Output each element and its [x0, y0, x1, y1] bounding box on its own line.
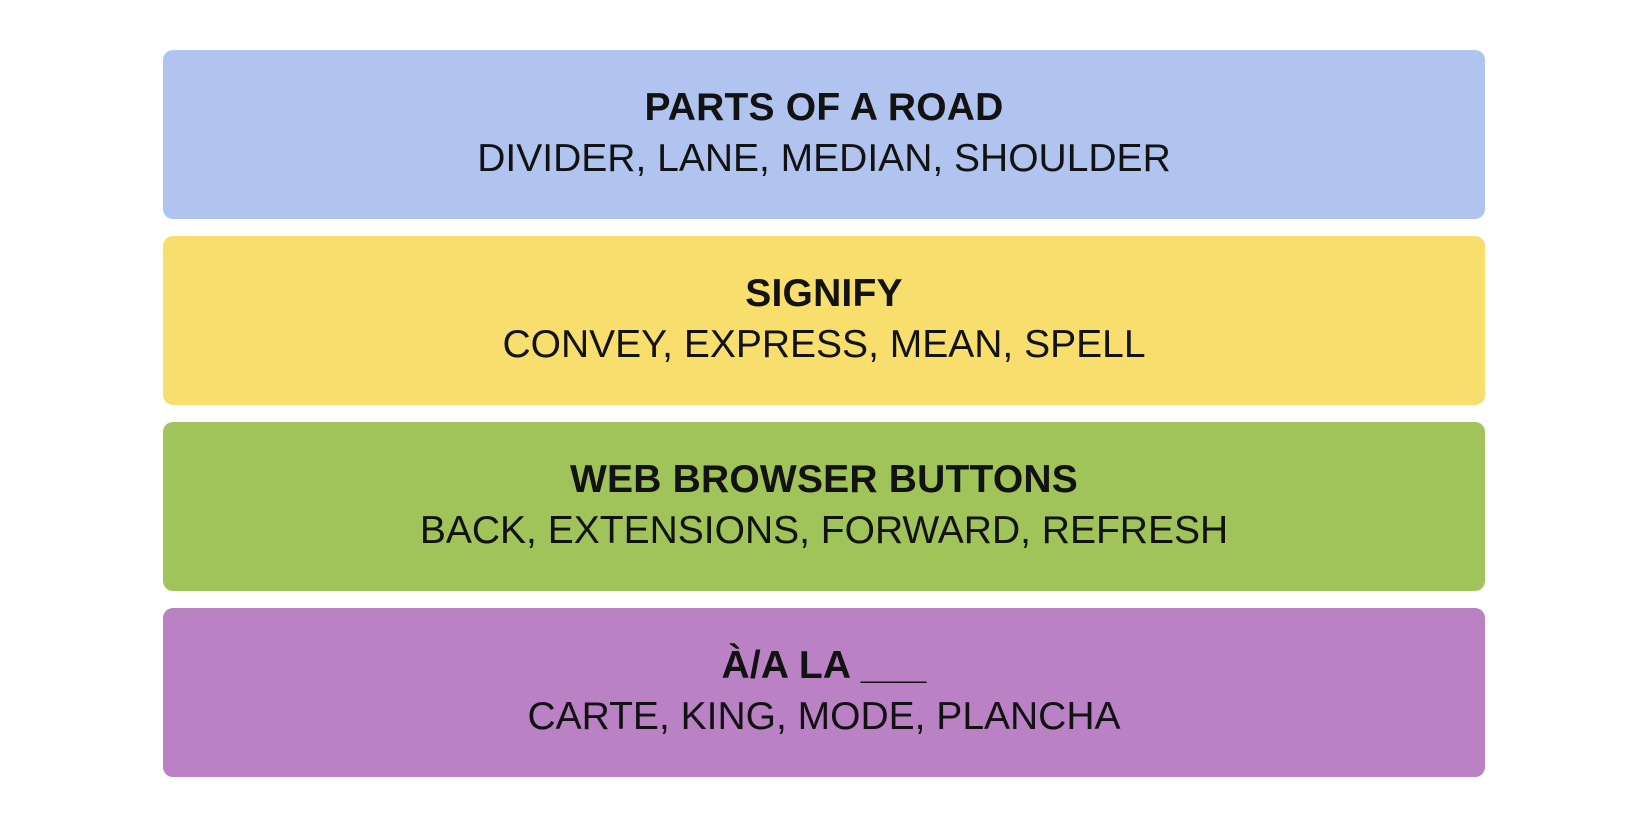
solved-groups-board: PARTS OF A ROAD DIVIDER, LANE, MEDIAN, S… [163, 50, 1485, 794]
group-members: CARTE, KING, MODE, PLANCHA [527, 694, 1121, 738]
solved-group-blue: PARTS OF A ROAD DIVIDER, LANE, MEDIAN, S… [163, 50, 1485, 219]
solved-group-purple: À/A LA ___ CARTE, KING, MODE, PLANCHA [163, 608, 1485, 777]
solved-group-green: WEB BROWSER BUTTONS BACK, EXTENSIONS, FO… [163, 422, 1485, 591]
group-title: WEB BROWSER BUTTONS [570, 457, 1078, 501]
solved-group-yellow: SIGNIFY CONVEY, EXPRESS, MEAN, SPELL [163, 236, 1485, 405]
group-title: À/A LA ___ [721, 643, 927, 687]
group-members: DIVIDER, LANE, MEDIAN, SHOULDER [477, 136, 1171, 180]
group-members: CONVEY, EXPRESS, MEAN, SPELL [502, 322, 1146, 366]
group-title: SIGNIFY [745, 271, 903, 315]
group-members: BACK, EXTENSIONS, FORWARD, REFRESH [419, 508, 1229, 552]
group-title: PARTS OF A ROAD [644, 85, 1004, 129]
